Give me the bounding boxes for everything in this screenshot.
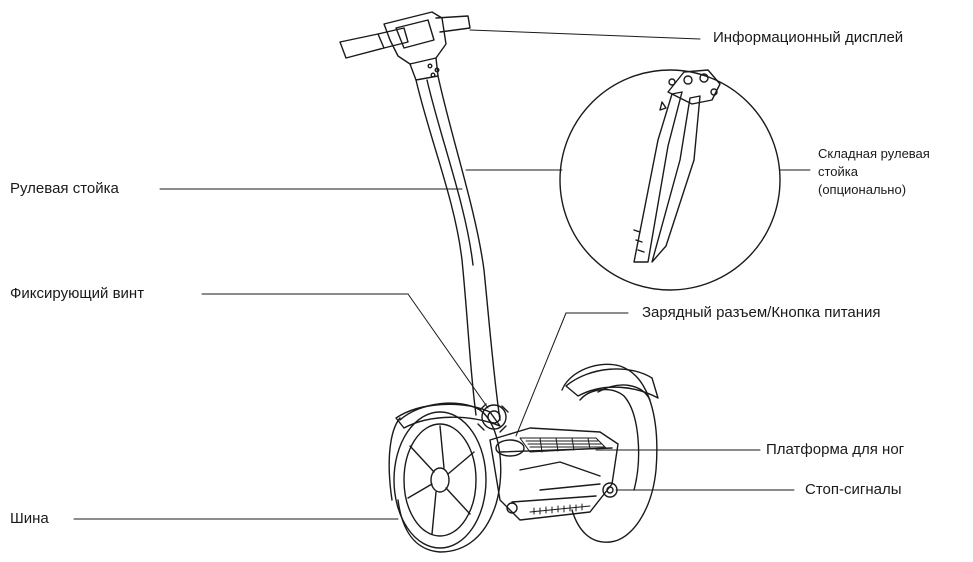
chassis — [489, 427, 619, 521]
label-tire: Шина — [10, 510, 49, 527]
front-wheel — [388, 402, 502, 553]
display-head — [383, 11, 447, 81]
label-folding-column-3: (опционально) — [818, 182, 907, 197]
label-folding-column-2: стойка — [818, 164, 859, 179]
label-display: Информационный дисплей — [713, 29, 904, 46]
front-fender — [395, 403, 501, 429]
leader-charging-d — [515, 312, 567, 437]
label-foot-platform: Платформа для ног — [766, 441, 905, 458]
leader-lines — [73, 29, 811, 520]
rear-wheel — [561, 363, 658, 543]
steering-column — [415, 75, 501, 421]
leader-fixing-screw-d — [407, 293, 489, 409]
brake-light-grill — [529, 503, 591, 515]
label-steering-column: Рулевая стойка — [10, 180, 119, 197]
foot-platform — [519, 437, 607, 453]
handlebar — [339, 15, 471, 59]
label-fixing-screw: Фиксирующий винт — [10, 285, 145, 302]
label-charging-port: Зарядный разъем/Кнопка питания — [642, 304, 881, 321]
rear-fender — [565, 368, 659, 399]
label-folding-column-1: Складная рулевая — [818, 146, 930, 161]
leader-display — [469, 29, 701, 40]
folding-inset — [559, 69, 781, 291]
label-brake-lights: Стоп-сигналы — [805, 481, 902, 498]
